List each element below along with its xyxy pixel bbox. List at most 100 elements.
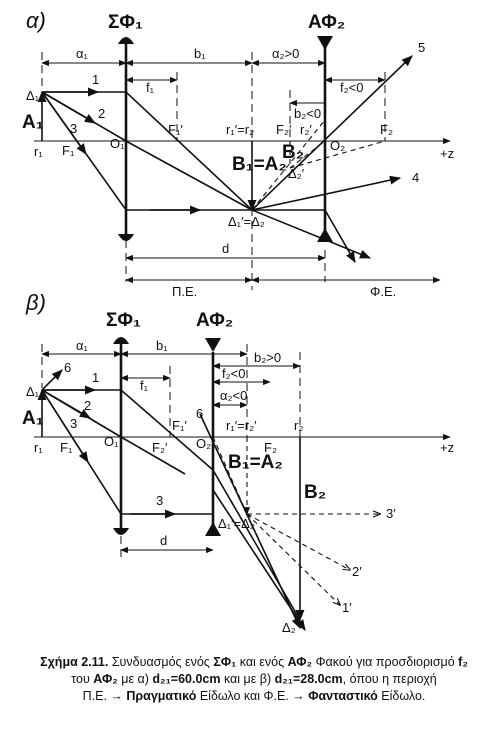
- panel-b-r1-label: r₁: [34, 440, 43, 455]
- panel-b-delta2-label: Δ₂: [282, 620, 296, 635]
- panel-a-ray-4-label: 4: [412, 170, 419, 185]
- panel-a-delta2p-label: Δ₂′: [288, 166, 305, 181]
- optics-diagram: α) ΣΦ₁ ΑΦ₂ +z Δ₁ A₁: [22, 8, 454, 635]
- panel-b-r1r2-label: r₁′=r₂′: [226, 418, 257, 433]
- panel-b-ray-3-lower-label: 3: [156, 493, 163, 508]
- panel-a-F1-label: F₁: [62, 143, 75, 158]
- panel-a-B1A2-label: B₁=A₂: [232, 154, 287, 175]
- panel-a-b2-dim: b₂<0: [294, 106, 321, 121]
- caption-text-d: του: [71, 672, 94, 686]
- panel-a-O1-label: O₁: [110, 136, 125, 151]
- panel-b-B2-label: B₂: [304, 482, 326, 503]
- panel-b-O1-label: O₁: [104, 434, 119, 449]
- caption-pe: Π.Ε. →: [82, 689, 123, 703]
- caption-d21-b: d₂₁=28.0cm: [274, 672, 343, 686]
- panel-b-b2-dim: b₂>0: [254, 350, 281, 365]
- panel-a-section-label: α): [26, 8, 46, 33]
- caption-text-e: με α): [117, 672, 153, 686]
- panel-b-dimensions: [41, 344, 301, 560]
- panel-b-F2-label: F₂: [264, 440, 277, 455]
- panel-b-ray-2p-label: 2′: [352, 564, 362, 579]
- panel-a-B2-label: B₂: [282, 142, 304, 163]
- caption-d21-a: d₂₁=60.0cm: [152, 672, 221, 686]
- panel-a-lens2-label: ΑΦ₂: [308, 12, 345, 33]
- panel-a-O2-label: O₂: [330, 138, 345, 153]
- panel-b-lens2-label: ΑΦ₂: [196, 310, 233, 331]
- caption-fe: Φ.Ε. →: [263, 689, 305, 703]
- panel-b-lens1-label: ΣΦ₁: [106, 310, 141, 331]
- panel-a-lens1-label: ΣΦ₁: [108, 12, 143, 33]
- caption-virtual: Φανταστικό: [304, 689, 378, 703]
- caption-f2: f₂: [458, 655, 468, 669]
- caption-text-f: και με β): [220, 672, 275, 686]
- panel-b-delta1-label: Δ₁: [26, 384, 40, 399]
- caption-line-1: Σχήμα 2.11. Συνδυασμός ενός ΣΦ₁ και ενός…: [8, 654, 500, 671]
- panel-a-ray-1-label: 1: [92, 72, 99, 87]
- panel-b-f2-dim: f₂<0: [222, 366, 245, 381]
- panel-b-z-label: +z: [440, 440, 454, 455]
- panel-a-b1-dim: b₁: [194, 46, 206, 61]
- panel-b-ray-6-label: 6: [64, 360, 71, 375]
- panel-a-ray-5-label: 5: [418, 40, 425, 55]
- panel-a-F2-label: F₂: [380, 122, 393, 137]
- panel-a-rays: [41, 55, 413, 263]
- figure-caption: Σχήμα 2.11. Συνδυασμός ενός ΣΦ₁ και ενός…: [8, 654, 500, 705]
- panel-b-D1D2-label: Δ₁′=Δ₂: [218, 516, 255, 531]
- panel-a-d-dim: d: [222, 241, 229, 256]
- panel-a-D1D2-label: Δ₁′=Δ₂: [228, 214, 265, 229]
- caption-text-i: Είδωλο.: [377, 689, 426, 703]
- panel-a-dimensions: [41, 52, 441, 290]
- panel-b-ray-1p-label: 1′: [342, 600, 352, 615]
- caption-text-g: , όπου η περιοχή: [342, 672, 437, 686]
- panel-a-a1-object-label: A₁: [22, 112, 44, 133]
- panel-b-ray-2-label: 2: [84, 398, 91, 413]
- panel-b-F2p-label: F₂′: [152, 440, 168, 455]
- panel-b-ray-1-label: 1: [92, 370, 99, 385]
- panel-b-r2-label: r₂: [294, 418, 303, 433]
- panel-a-ray-2-label: 2: [98, 106, 105, 121]
- panel-a-pe-label: Π.Ε.: [172, 284, 197, 299]
- panel-a-F1p-label: F₁′: [168, 122, 183, 137]
- caption-text-b: και ενός: [236, 655, 288, 669]
- panel-b-O2-label: O₂: [196, 436, 211, 451]
- caption-text-c: Φακού για προσδιορισμό: [312, 655, 459, 669]
- panel-b-a2-dim: α₂<0: [220, 388, 247, 403]
- panel-a-F2p-label: F₂′: [276, 122, 292, 137]
- caption-line-3: Π.Ε. → Πραγματικό Είδωλο και Φ.Ε. → Φαντ…: [8, 688, 500, 705]
- panel-b-ray-6-right-label: 6: [196, 406, 203, 421]
- panel-a-ray-3-label: 3: [70, 121, 77, 136]
- caption-text-h: Είδωλο και: [196, 689, 264, 703]
- panel-a-converging-lens: [118, 37, 134, 241]
- panel-b-F1-label: F₁: [60, 440, 73, 455]
- caption-figure-number: Σχήμα 2.11.: [40, 655, 109, 669]
- caption-text-a: Συνδυασμός ενός: [108, 655, 214, 669]
- panel-a-a2-dim: α₂>0: [272, 46, 299, 61]
- panel-b-A1-label: A₁: [22, 408, 44, 429]
- panel-b-a1-dim: α₁: [76, 338, 89, 353]
- panel-b-d-dim: d: [160, 533, 167, 548]
- panel-a-a1-dim: α₁: [76, 46, 89, 61]
- panel-b-converging-lens: [113, 337, 129, 535]
- panel-b-ray-3-label: 3: [70, 416, 77, 431]
- panel-b-B1A2-label: B₁=A₂: [228, 452, 283, 473]
- panel-a-fe-label: Φ.Ε.: [370, 284, 396, 299]
- panel-a-r1-label: r₁: [34, 144, 43, 159]
- panel-b-f1-dim: f₁: [140, 378, 149, 393]
- caption-af2-b: ΑΦ₂: [93, 672, 118, 686]
- panel-b: β) ΣΦ₁ ΑΦ₂ +z Δ₁ A₁: [22, 290, 454, 635]
- panel-a-r1r2-label: r₁′=r₂: [226, 122, 254, 137]
- panel-a-r2p-label: r₂′: [300, 122, 312, 137]
- panel-a: α) ΣΦ₁ ΑΦ₂ +z Δ₁ A₁: [22, 8, 454, 299]
- panel-a-f2-dim: f₂<0: [340, 80, 363, 95]
- panel-a-delta1-label: Δ₁: [26, 88, 40, 103]
- caption-sf1: ΣΦ₁: [213, 655, 237, 669]
- panel-b-rays: [41, 369, 380, 631]
- panel-b-F1p-label: F₁′: [172, 418, 187, 433]
- panel-a-z-label: +z: [440, 146, 454, 161]
- caption-line-2: του ΑΦ₂ με α) d₂₁=60.0cm και με β) d₂₁=2…: [8, 671, 500, 688]
- caption-af2: ΑΦ₂: [287, 655, 313, 669]
- panel-b-section-label: β): [25, 290, 46, 315]
- panel-b-b1-dim: b₁: [156, 338, 168, 353]
- panel-a-f1-dim: f₁: [146, 80, 155, 95]
- panel-b-ray-3p-label: 3′: [386, 506, 396, 521]
